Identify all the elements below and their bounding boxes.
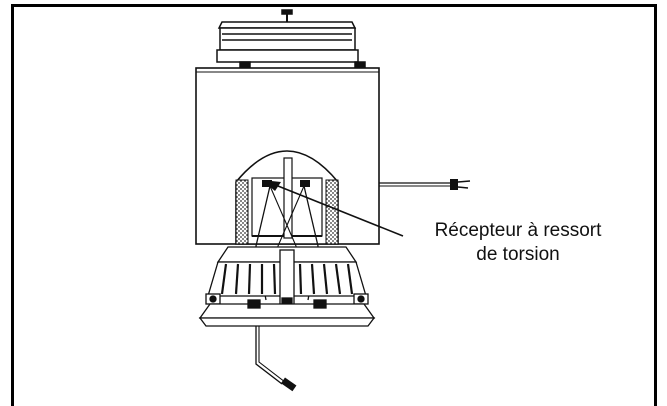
cutaway-view <box>235 150 339 301</box>
callout-leader <box>262 180 404 237</box>
top-cap <box>216 9 366 70</box>
torsion-spring-receiver-label: Récepteur à ressort de torsion <box>402 219 634 267</box>
callout-line-2: de torsion <box>476 244 560 265</box>
trim-ring <box>198 246 376 327</box>
power-cable <box>379 179 471 190</box>
pigtail-wire <box>255 326 297 392</box>
callout-line-1: Récepteur à ressort <box>434 220 602 241</box>
figure-border <box>11 4 657 406</box>
